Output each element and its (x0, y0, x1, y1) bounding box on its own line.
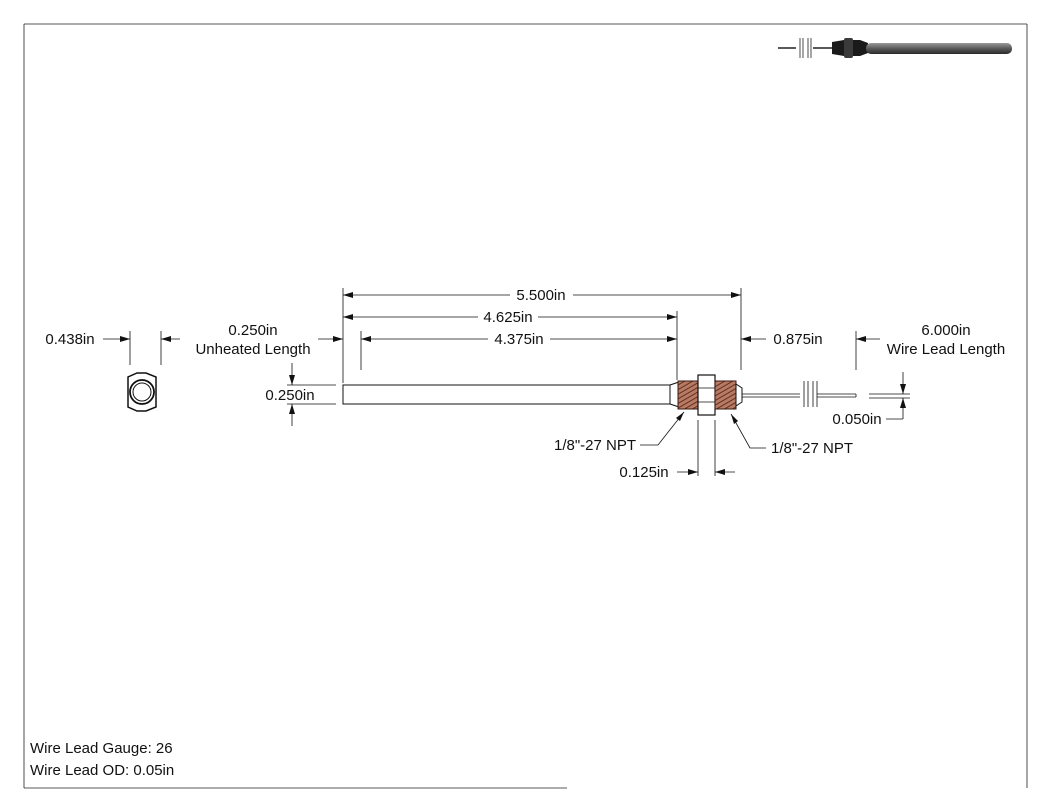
dim-unheated-value: 0.250in (228, 322, 277, 339)
left-thread (677, 380, 699, 410)
thread-callout-right: 1/8"-27 NPT (771, 440, 853, 457)
dim-fitting-length: 0.875in (773, 331, 822, 348)
heater-body (342, 374, 857, 416)
isometric-view (778, 38, 1012, 58)
dim-heated-length: 4.375in (494, 331, 543, 348)
hex-end-view (127, 372, 157, 412)
sheet-border (23, 23, 1028, 789)
dim-hex-thickness: 0.125in (619, 464, 668, 481)
dim-hex-size: 0.438in (45, 331, 94, 348)
dim-lead-label: Wire Lead Length (887, 341, 1005, 358)
dimension-lines (103, 292, 906, 475)
wire-od-note: Wire Lead OD: 0.05in (30, 762, 175, 779)
dim-lead-diameter: 0.050in (832, 411, 881, 428)
dim-overall-length: 5.500in (516, 287, 565, 304)
wire-gauge-note: Wire Lead Gauge: 26 (30, 740, 173, 757)
thread-callout-left: 1/8"-27 NPT (554, 437, 636, 454)
extension-lines (129, 288, 910, 476)
dim-unheated-label: Unheated Length (195, 341, 310, 358)
dim-heated-to-fitting: 4.625in (483, 309, 532, 326)
dim-lead-value: 6.000in (921, 322, 970, 339)
dim-sheath-diameter: 0.250in (265, 387, 314, 404)
right-thread (714, 380, 737, 410)
hex-flats (697, 374, 716, 416)
sheath (342, 384, 671, 405)
